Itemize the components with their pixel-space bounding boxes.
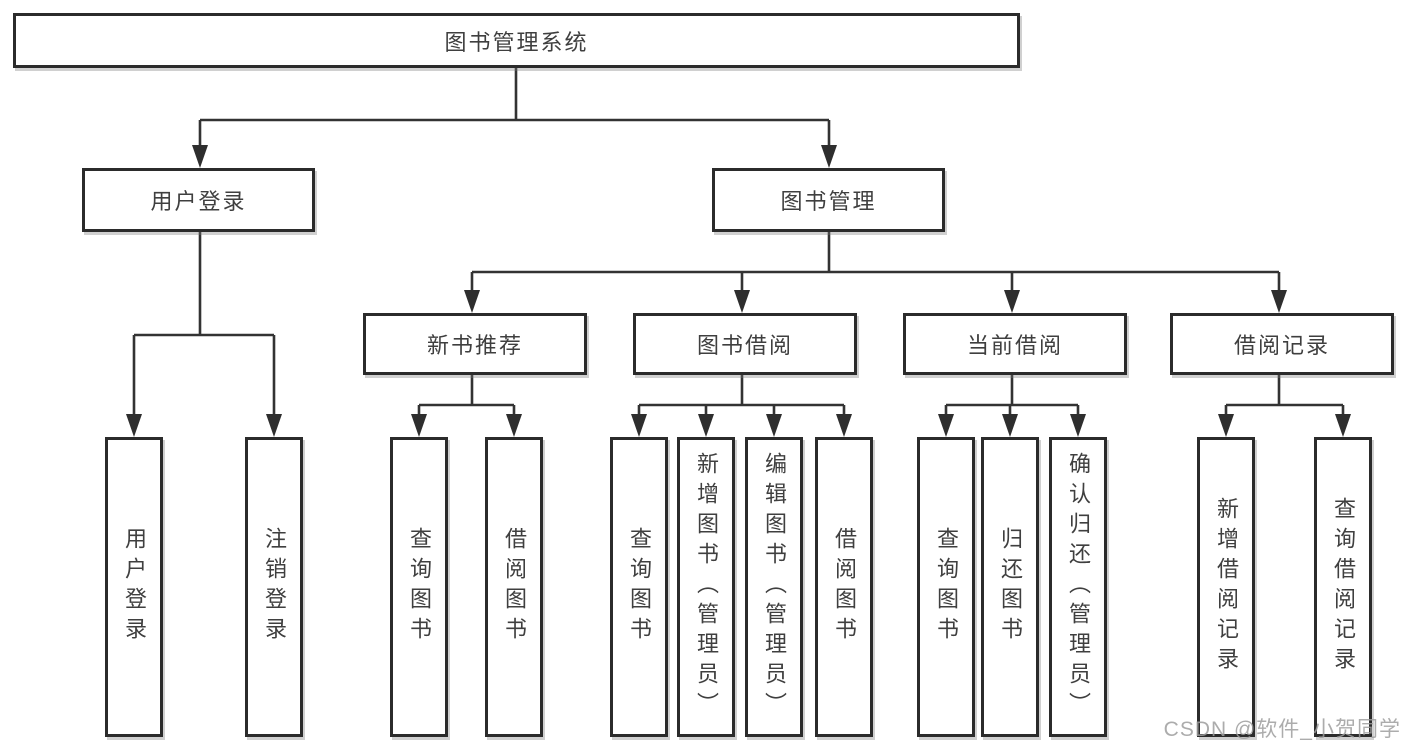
arrowheads [126, 145, 1351, 437]
leaf-label: 编辑图书（管理员） [762, 452, 787, 722]
leaf-label: 用户登录 [122, 527, 147, 647]
connector-trunks [132, 68, 1345, 415]
leaf-label: 新增图书（管理员） [694, 452, 719, 722]
leaf-query-borrow-record: 查询借阅记录 [1314, 437, 1372, 737]
leaf-query-books: 查询图书 [390, 437, 448, 737]
leaf-label: 借阅图书 [832, 527, 857, 647]
leaf-label: 注销登录 [262, 527, 287, 647]
node-label: 图书借阅 [696, 333, 793, 358]
leaf-edit-book-admin: 编辑图书（管理员） [745, 437, 803, 737]
node-label: 新书推荐 [426, 333, 523, 358]
leaf-label: 借阅图书 [502, 527, 527, 647]
csdn-watermark: CSDN @软件_小贺同学 [1163, 718, 1401, 741]
leaf-add-book-admin: 新增图书（管理员） [677, 437, 735, 737]
node-label: 借阅记录 [1233, 333, 1330, 358]
node-book-borrow: 图书借阅 [633, 313, 857, 375]
node-label: 当前借阅 [966, 333, 1063, 358]
node-book-management: 图书管理 [712, 168, 945, 232]
leaf-borrow-books: 借阅图书 [815, 437, 873, 737]
leaf-label: 新增借阅记录 [1214, 497, 1239, 677]
node-borrow-records: 借阅记录 [1170, 313, 1394, 375]
leaf-borrow-books: 借阅图书 [485, 437, 543, 737]
leaf-label: 查询借阅记录 [1331, 497, 1356, 677]
node-new-book-recommend: 新书推荐 [363, 313, 587, 375]
node-system-root: 图书管理系统 [13, 13, 1020, 68]
leaf-label: 确认归还（管理员） [1066, 452, 1091, 722]
leaf-label: 查询图书 [934, 527, 959, 647]
leaf-confirm-return-admin: 确认归还（管理员） [1049, 437, 1107, 737]
leaf-label: 归还图书 [998, 527, 1023, 647]
leaf-query-books: 查询图书 [610, 437, 668, 737]
node-label: 用户登录 [150, 189, 247, 214]
node-label: 图书管理 [780, 189, 877, 214]
node-current-borrow: 当前借阅 [903, 313, 1127, 375]
leaf-label: 查询图书 [407, 527, 432, 647]
leaf-label: 查询图书 [627, 527, 652, 647]
leaf-add-borrow-record: 新增借阅记录 [1197, 437, 1255, 737]
leaf-user-login: 用户登录 [105, 437, 163, 737]
leaf-return-books: 归还图书 [981, 437, 1039, 737]
node-user-login: 用户登录 [82, 168, 315, 232]
leaf-query-books: 查询图书 [917, 437, 975, 737]
leaf-logout: 注销登录 [245, 437, 303, 737]
node-label: 图书管理系统 [444, 29, 589, 55]
